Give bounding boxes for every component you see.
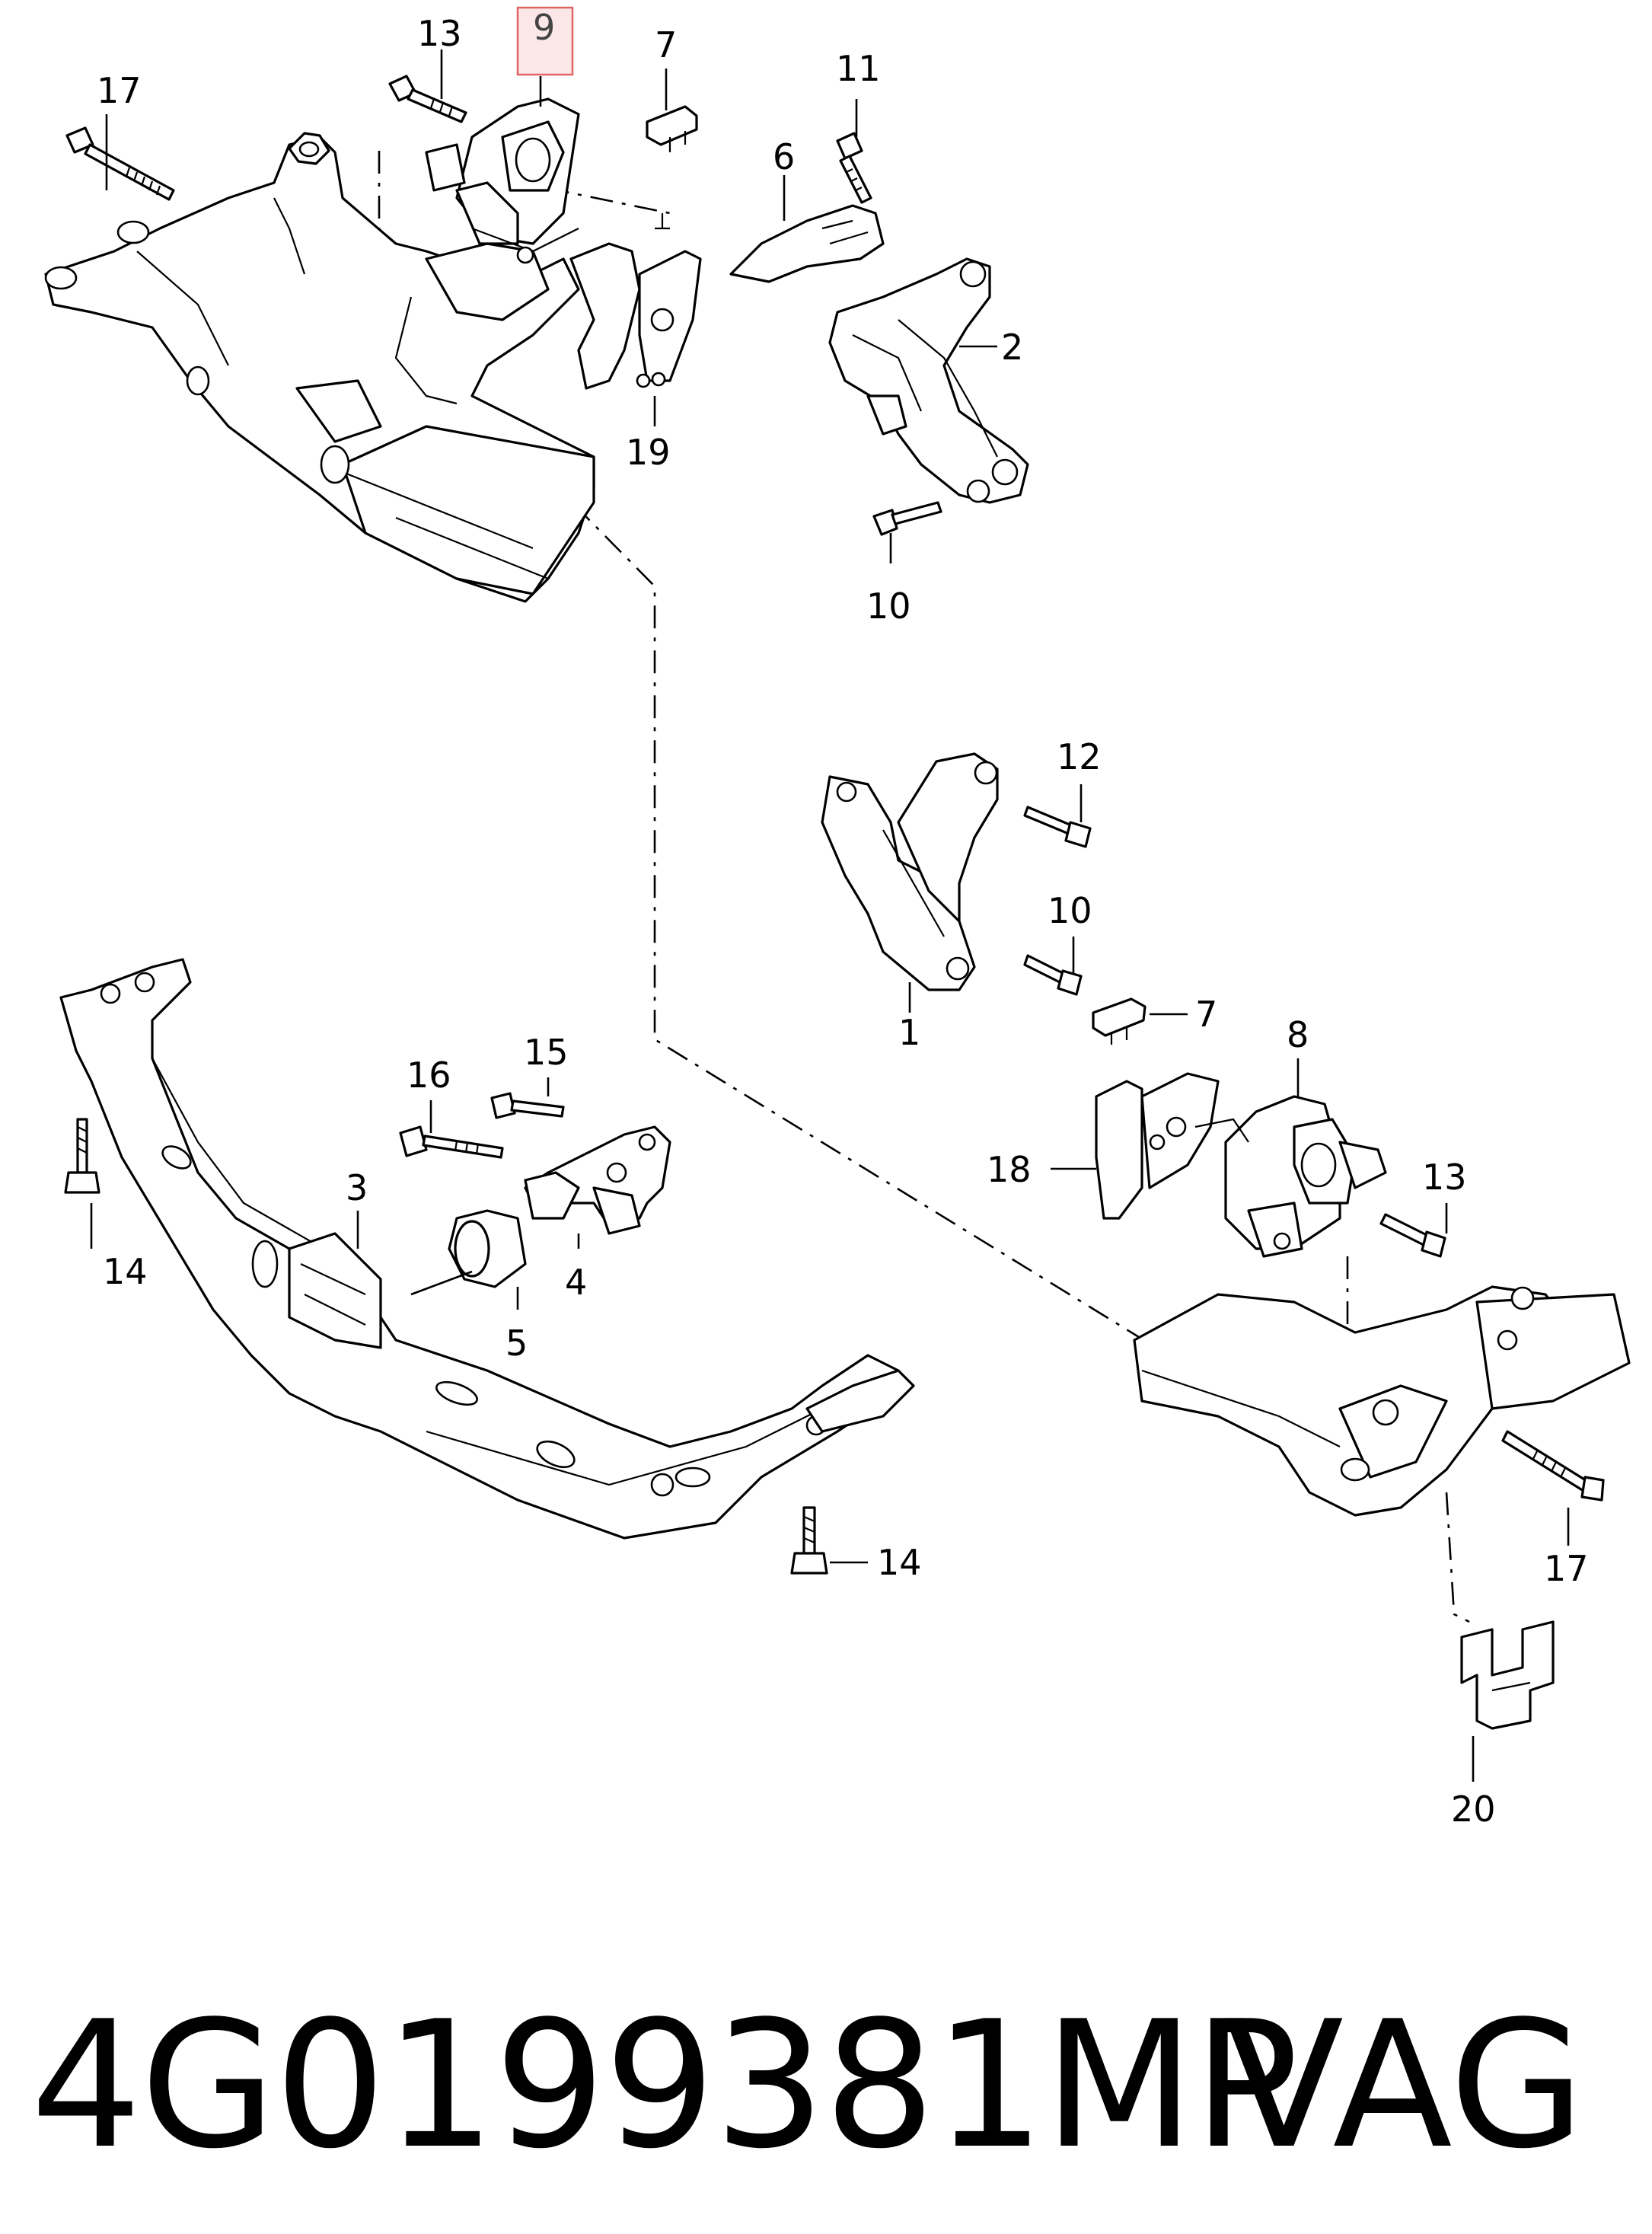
bushing-5 xyxy=(448,1209,527,1288)
callout-3: 3 xyxy=(346,1167,368,1208)
callout-13: 13 xyxy=(417,13,462,54)
callout-17: 17 xyxy=(97,70,142,111)
bolt-13-mid xyxy=(1379,1213,1446,1258)
callout-9: 9 xyxy=(533,7,555,48)
callout-13: 13 xyxy=(1422,1157,1467,1198)
callout-7: 7 xyxy=(655,24,677,65)
bolt-10-mid xyxy=(1023,954,1083,996)
callout-10: 10 xyxy=(1048,890,1092,931)
callout-labels: 17 13 9 7 11 6 2 19 10 12 10 1 7 8 13 18… xyxy=(97,7,1589,1830)
callout-14: 14 xyxy=(877,1542,922,1583)
cap-7-mid xyxy=(1092,997,1147,1045)
bolt-17-right xyxy=(1501,1430,1605,1502)
bolt-12 xyxy=(1023,806,1092,848)
bolt-17-top xyxy=(65,126,175,201)
callout-1: 1 xyxy=(898,1012,920,1053)
bolt-11 xyxy=(836,132,872,204)
callout-11: 11 xyxy=(836,48,881,89)
callout-19: 19 xyxy=(626,432,671,473)
part-footer: 4G0199381MP VAG xyxy=(0,1972,1652,2200)
bolt-15 xyxy=(490,1092,565,1119)
callout-20: 20 xyxy=(1451,1789,1496,1830)
engine-mount-9 xyxy=(425,97,580,264)
clip-20 xyxy=(1460,1620,1555,1730)
callout-14: 14 xyxy=(103,1251,148,1292)
callout-7: 7 xyxy=(1195,994,1217,1035)
callout-15: 15 xyxy=(524,1032,569,1073)
bolt-16 xyxy=(399,1125,504,1159)
bolt-14-right xyxy=(790,1506,828,1575)
bolt-10-top xyxy=(872,501,942,536)
bracket-19 xyxy=(569,213,702,390)
callout-12: 12 xyxy=(1057,736,1102,777)
bracket-2 xyxy=(828,257,1029,504)
bracket-4 xyxy=(524,1125,671,1235)
callout-8: 8 xyxy=(1287,1014,1309,1055)
subframe-right xyxy=(1133,1285,1631,1517)
callout-17: 17 xyxy=(1544,1548,1589,1589)
brand-name: VAG xyxy=(1223,1984,1585,2188)
highlight-box-9 xyxy=(516,6,574,76)
bolt-14-left xyxy=(64,1118,100,1194)
exploded-parts-diagram: 17 13 9 7 11 6 2 19 10 12 10 1 7 8 13 18… xyxy=(44,6,1631,1830)
bolt-13-top xyxy=(388,75,467,123)
subframe-top-left xyxy=(44,132,595,603)
heat-shield-6 xyxy=(729,204,885,283)
leader-lines xyxy=(90,49,1570,1782)
callout-5: 5 xyxy=(505,1323,528,1364)
callout-2: 2 xyxy=(1001,327,1023,368)
callout-6: 6 xyxy=(773,136,795,177)
callout-16: 16 xyxy=(407,1055,451,1096)
crossmember-3 xyxy=(59,958,915,1540)
bracket-1 xyxy=(821,752,999,991)
bracket-18 xyxy=(1095,1072,1220,1220)
engine-mount-8 xyxy=(1194,1095,1387,1258)
callout-4: 4 xyxy=(565,1262,587,1303)
callout-18: 18 xyxy=(987,1149,1032,1190)
callout-10: 10 xyxy=(866,586,911,627)
cap-7-top xyxy=(646,105,698,152)
part-number: 4G0199381MP xyxy=(30,1984,1299,2188)
